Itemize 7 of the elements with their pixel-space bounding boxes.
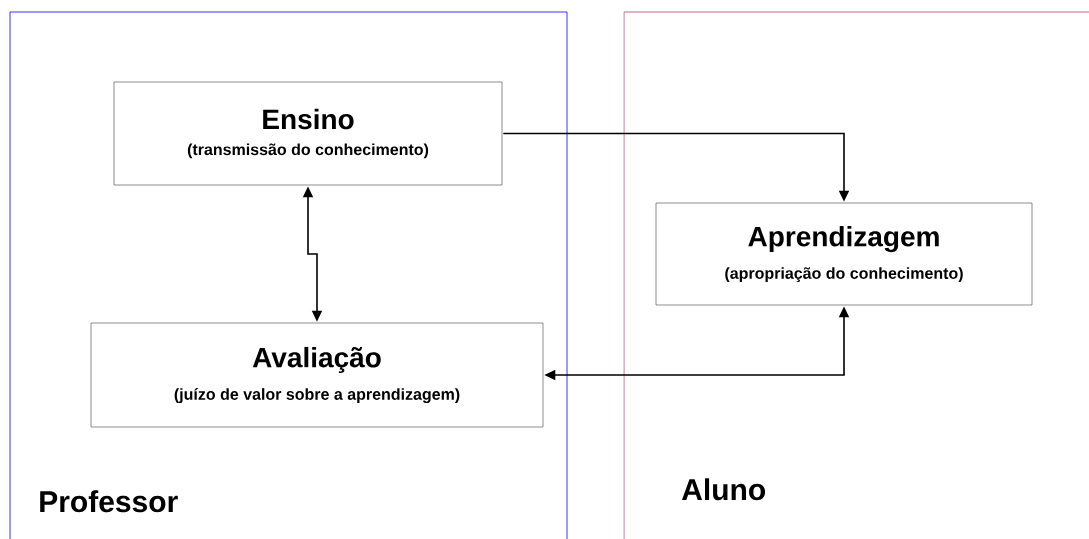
process-box: Aprendizagem (apropriação do conhecimento) — [655, 202, 1033, 306]
process-box: Avaliação (juízo de valor sobre a aprendizagem) — [90, 322, 544, 428]
panel-title: Aluno — [681, 478, 766, 501]
panel — [623, 11, 1089, 539]
process-box: Ensino (transmissão do conhecimento) — [113, 81, 503, 186]
panel-title: Professor — [40, 490, 178, 513]
panel — [9, 11, 568, 539]
